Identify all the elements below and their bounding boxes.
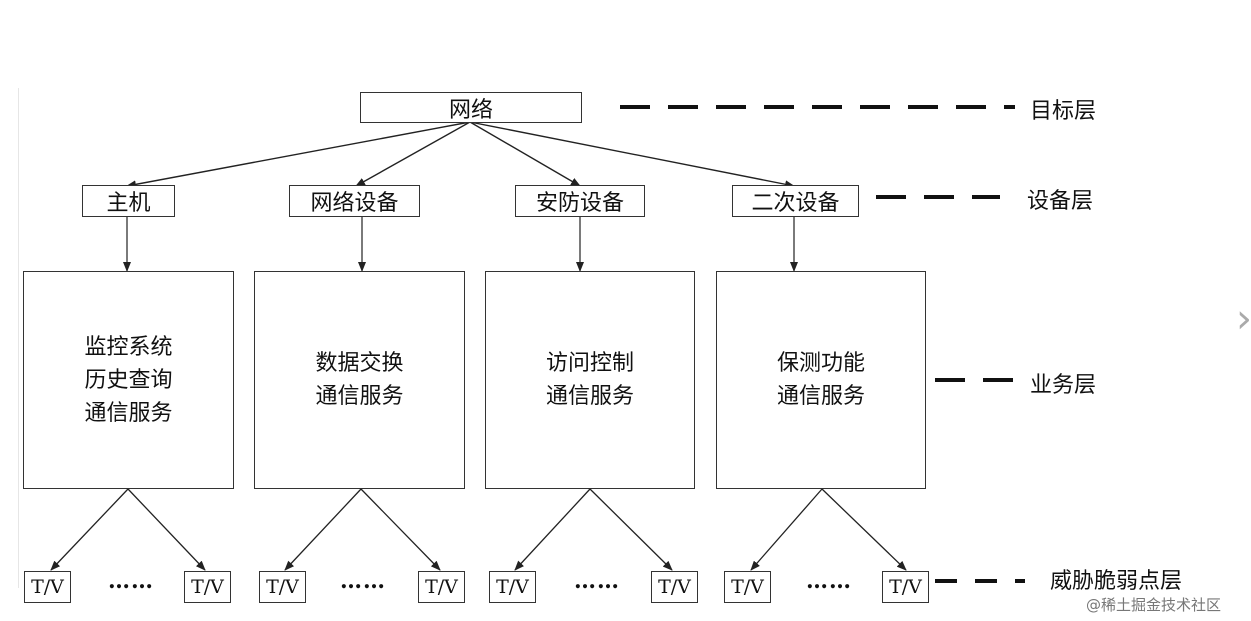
chevron-right-icon: ›	[1236, 296, 1251, 342]
ellipsis-text: ……	[574, 568, 620, 594]
watermark-text: @稀土掘金技术社区	[1086, 596, 1222, 614]
service-box-1: 监控系统 历史查询 通信服务	[23, 271, 234, 489]
layer-label-vuln: 威胁脆弱点层	[1050, 563, 1182, 595]
service-line: 通信服务	[84, 400, 173, 426]
ellipsis: ……	[108, 568, 154, 594]
tv-label: T/V	[889, 576, 922, 598]
layer-text: 设备层	[1027, 189, 1094, 214]
tv-label: T/V	[731, 576, 764, 598]
edge-root-secdev	[469, 121, 581, 187]
tv-node: T/V	[489, 571, 536, 603]
service-line: 历史查询	[84, 367, 173, 393]
ellipsis-text: ……	[108, 568, 154, 594]
layer-label-service: 业务层	[1030, 367, 1096, 399]
edge-root-netdev	[355, 121, 471, 187]
edge-s2-tv-left	[284, 488, 362, 571]
device-node-network: 网络设备	[289, 185, 420, 217]
layer-text: 威胁脆弱点层	[1050, 569, 1183, 594]
layer-text: 业务层	[1030, 373, 1097, 398]
tv-label: T/V	[191, 576, 224, 598]
device-node-host: 主机	[82, 185, 175, 217]
device-label: 安防设备	[535, 191, 624, 216]
service-box-3: 访问控制 通信服务	[485, 271, 695, 489]
edge-s3-tv-left	[514, 488, 591, 571]
tv-label: T/V	[496, 576, 529, 598]
left-border-line	[18, 88, 19, 588]
service-line: 数据交换	[315, 351, 404, 376]
tv-label: T/V	[31, 576, 64, 598]
device-label: 二次设备	[751, 191, 840, 216]
edge-s4-tv-right	[821, 488, 907, 571]
root-node: 网络	[360, 92, 582, 123]
watermark: @稀土掘金技术社区	[1086, 594, 1221, 615]
tv-label: T/V	[266, 576, 299, 598]
service-line: 访问控制	[545, 351, 634, 376]
tv-node: T/V	[882, 571, 929, 603]
device-label: 网络设备	[310, 191, 399, 216]
layer-label-device: 设备层	[1027, 183, 1093, 215]
edge-s2-tv-right	[360, 488, 441, 571]
root-label: 网络	[448, 97, 493, 123]
tv-node: T/V	[418, 571, 465, 603]
device-label: 主机	[106, 191, 151, 216]
tv-node: T/V	[651, 571, 698, 603]
tv-node: T/V	[184, 571, 231, 603]
tv-label: T/V	[425, 576, 458, 598]
service-line: 保测功能	[776, 351, 865, 376]
tv-node: T/V	[24, 571, 71, 603]
service-line: 监控系统	[84, 334, 173, 360]
edge-s1-tv-left	[50, 488, 129, 571]
device-node-security: 安防设备	[515, 185, 645, 217]
service-line: 通信服务	[315, 384, 404, 409]
edge-root-secondary	[469, 121, 795, 189]
ellipsis: ……	[806, 568, 852, 594]
ellipsis-text: ……	[806, 568, 852, 594]
service-box-2: 数据交换 通信服务	[254, 271, 465, 489]
layer-label-target: 目标层	[1030, 93, 1096, 125]
edge-s4-tv-left	[750, 488, 823, 571]
ellipsis: ……	[574, 568, 620, 594]
tv-node: T/V	[724, 571, 771, 603]
ellipsis: ……	[340, 568, 386, 594]
service-line: 通信服务	[776, 384, 865, 409]
ellipsis-text: ……	[340, 568, 386, 594]
layer-text: 目标层	[1030, 99, 1097, 124]
tv-label: T/V	[658, 576, 691, 598]
service-box-4: 保测功能 通信服务	[716, 271, 926, 489]
device-node-secondary: 二次设备	[732, 185, 859, 217]
edge-s1-tv-right	[127, 488, 206, 571]
edge-s3-tv-right	[589, 488, 673, 571]
tv-node: T/V	[259, 571, 306, 603]
service-line: 通信服务	[545, 384, 634, 409]
edge-root-host	[126, 121, 471, 189]
